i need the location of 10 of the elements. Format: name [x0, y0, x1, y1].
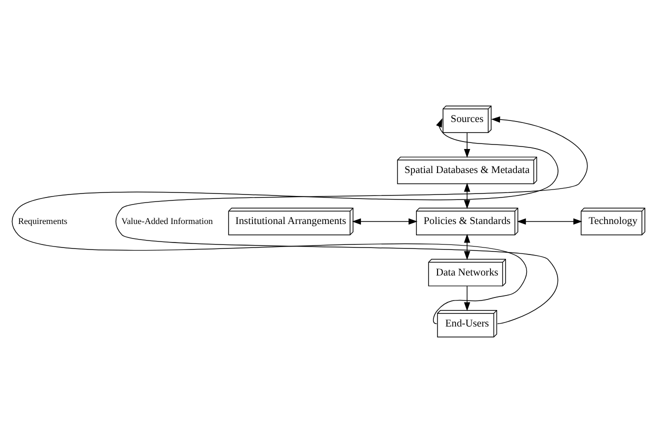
- edge-label: Requirements: [18, 215, 68, 226]
- arrow: [116, 116, 588, 324]
- arrow: [517, 218, 582, 224]
- arrow: [464, 132, 470, 158]
- edge-label: Value-Added Information: [121, 215, 213, 226]
- arrow: [352, 218, 418, 224]
- arrow: [464, 182, 470, 208]
- arrow: [464, 285, 470, 311]
- arrow: [464, 233, 470, 260]
- arrow: [12, 118, 558, 324]
